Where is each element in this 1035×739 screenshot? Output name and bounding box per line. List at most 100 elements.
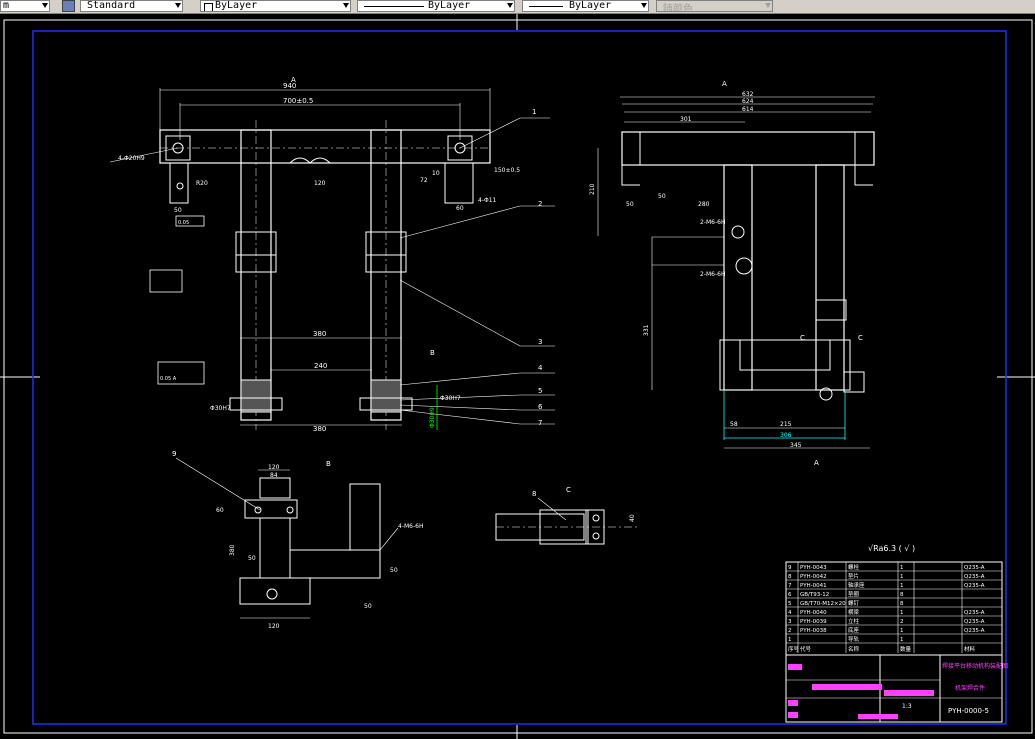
bom-header-cell: 代号 bbox=[800, 645, 812, 653]
bom-cell: PYH-0043 bbox=[800, 565, 827, 571]
text-style-value: Standard bbox=[87, 0, 136, 11]
dim-940: 940 bbox=[283, 82, 296, 90]
drawing-canvas[interactable]: A 940 700±0.5 bbox=[0, 14, 1035, 739]
bom-cell: 8 bbox=[900, 601, 904, 607]
lineweight-dropdown[interactable]: ByLayer bbox=[522, 0, 649, 12]
text-style-icon[interactable] bbox=[62, 0, 75, 12]
green-dimension: Φ30H9 bbox=[429, 385, 438, 430]
sheet-border-outer bbox=[3, 19, 1033, 734]
detail-b-label: B bbox=[326, 460, 331, 468]
bom-cell: PYH-0041 bbox=[800, 583, 827, 589]
side-view-cyan-dimension: 306 bbox=[723, 390, 846, 440]
chevron-down-icon bbox=[765, 3, 771, 8]
part-numbers: 1 2 3 4 5 6 7 bbox=[532, 108, 543, 427]
fit-left: Φ30H7 bbox=[210, 405, 231, 412]
thread-note: 4-Φ11 bbox=[478, 197, 497, 204]
plot-style-dropdown[interactable]: 随颜色 bbox=[656, 0, 773, 12]
thread-note-b: 4-M6-6H bbox=[398, 523, 423, 530]
school-name: 焊接平台移动机构装配图 bbox=[942, 662, 1008, 670]
dim-120-b: 120 bbox=[268, 464, 280, 471]
part-4: 4 bbox=[538, 364, 543, 372]
bom-cell: 导轨 bbox=[848, 635, 860, 643]
bom-cell: 8 bbox=[900, 592, 904, 598]
bom-cell: 轴承座 bbox=[848, 581, 865, 589]
green-dim-text: Φ30H9 bbox=[429, 407, 436, 428]
dim-50-b: 50 bbox=[658, 193, 666, 200]
section-c-right: C bbox=[858, 334, 863, 342]
dim-614: 614 bbox=[742, 106, 754, 113]
properties-toolbar: m Standard ByLayer ByLayer ByLayer 随颜色 bbox=[0, 0, 1035, 14]
bom-cell: 1 bbox=[900, 610, 904, 616]
bom-cell: 1 bbox=[900, 628, 904, 634]
bom-cell: Q235-A bbox=[964, 628, 985, 634]
bom-cell: 1 bbox=[900, 583, 904, 589]
dim-50: 50 bbox=[174, 207, 182, 214]
tol-frame-2: 0.05 A bbox=[160, 376, 177, 382]
detail-b-view: B 9 120 84 60 380 50 120 4-M6-6H 50 50 bbox=[172, 450, 423, 630]
bom-cell: 1 bbox=[900, 637, 904, 643]
side-view: A 632 624 614 301 210 50 50 280 2-M6-6H … bbox=[589, 80, 875, 467]
chevron-down-icon bbox=[343, 3, 349, 8]
dim-380-bottom: 380 bbox=[313, 425, 326, 433]
bom-cell: 7 bbox=[788, 583, 792, 589]
dim-700: 700±0.5 bbox=[283, 97, 313, 105]
surface-finish-note: √Ra6.3 ( √ ) bbox=[868, 544, 915, 553]
dim-210: 210 bbox=[589, 183, 596, 195]
dim-240: 240 bbox=[314, 362, 327, 370]
section-mark-b: B bbox=[430, 349, 435, 357]
part-3: 3 bbox=[538, 338, 542, 346]
dim-40: 40 bbox=[629, 514, 636, 522]
layer-color-dropdown[interactable]: ByLayer bbox=[200, 0, 351, 12]
chevron-down-icon bbox=[507, 3, 513, 8]
bom-header-cell: 名称 bbox=[848, 645, 860, 653]
color-swatch-icon bbox=[204, 3, 213, 11]
hole-note: 4-Φ20H9 bbox=[118, 155, 145, 162]
dim-50-b3: 50 bbox=[364, 603, 372, 610]
side-view-bottom-label: A bbox=[814, 459, 819, 467]
plot-style-value: 随颜色 bbox=[663, 4, 693, 12]
layer-dropdown[interactable]: m bbox=[0, 0, 50, 12]
dim-r20: R20 bbox=[196, 180, 208, 187]
dim-331: 331 bbox=[643, 324, 650, 336]
dim-120: 120 bbox=[314, 180, 326, 187]
part-1: 1 bbox=[532, 108, 536, 116]
bom-cell: 1 bbox=[900, 565, 904, 571]
linetype-dropdown[interactable]: ByLayer bbox=[357, 0, 515, 12]
bom-cell: 底座 bbox=[848, 626, 860, 634]
bom-header-cell: 数量 bbox=[900, 645, 912, 653]
part-5: 5 bbox=[538, 387, 542, 395]
bom-cell: PYH-0040 bbox=[800, 610, 827, 616]
bom-cell: 螺钉 bbox=[848, 599, 860, 607]
bom-cell: 螺栓 bbox=[848, 563, 860, 571]
thread-m6-a: 2-M6-6H bbox=[700, 219, 725, 226]
dim-50-a: 50 bbox=[626, 201, 634, 208]
dim-380-top: 380 bbox=[313, 330, 326, 338]
linetype-sample-icon bbox=[364, 6, 424, 7]
chevron-down-icon bbox=[641, 3, 647, 8]
bom-header-cell: 材料 bbox=[964, 645, 976, 653]
drawing-number: PYH-0000-5 bbox=[948, 707, 989, 715]
dim-624: 624 bbox=[742, 98, 754, 105]
part-2: 2 bbox=[538, 200, 542, 208]
detail-c-view: C 8 40 bbox=[495, 486, 640, 545]
dim-84: 84 bbox=[270, 472, 278, 479]
bom-header-cell: 序号 bbox=[788, 645, 800, 653]
part-6: 6 bbox=[538, 403, 543, 411]
layer-color-value: ByLayer bbox=[215, 0, 258, 11]
bom-cell: 垫圈 bbox=[848, 590, 860, 598]
bom-cell: 4 bbox=[788, 610, 792, 616]
lineweight-value: ByLayer bbox=[569, 0, 612, 11]
dim-150: 150±0.5 bbox=[494, 167, 520, 174]
lineweight-sample-icon bbox=[529, 6, 563, 7]
dim-345: 345 bbox=[790, 442, 802, 449]
bom-cell: GB/T70-M12×20 bbox=[800, 601, 846, 607]
bom-cell: Q235-A bbox=[964, 619, 985, 625]
dim-215: 215 bbox=[780, 421, 792, 428]
text-style-dropdown[interactable]: Standard bbox=[80, 0, 183, 12]
detail-c-part: 8 bbox=[532, 490, 536, 498]
layer-dropdown-value: m bbox=[3, 0, 10, 11]
side-view-label: A bbox=[722, 80, 727, 88]
dim-58: 58 bbox=[730, 421, 738, 428]
thread-m6-b: 2-M6-6H bbox=[700, 271, 725, 278]
